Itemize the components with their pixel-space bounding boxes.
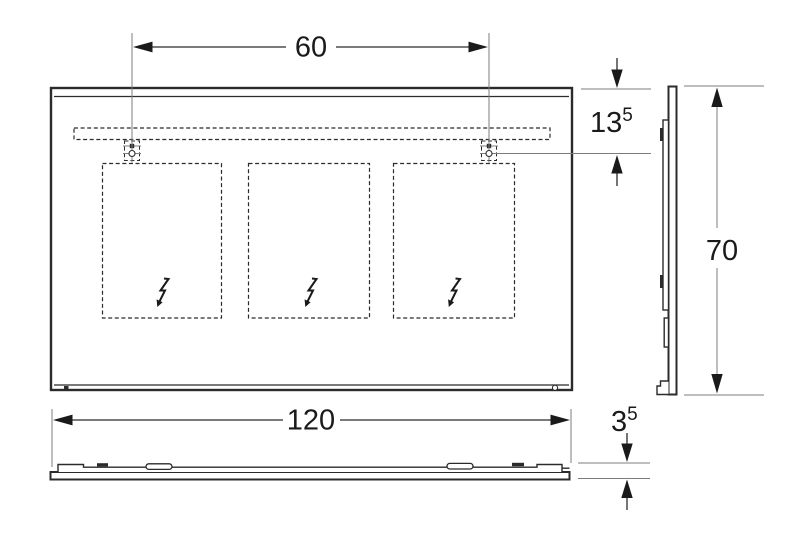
- plan-view: [49, 462, 571, 481]
- arrow-down-icon: [711, 374, 723, 394]
- dimension-mounting-width: 60: [131, 32, 490, 149]
- clip-detail-right: [512, 462, 524, 467]
- electrical-zone-3: [392, 162, 516, 319]
- bottom-right-screw-icon: [551, 384, 559, 391]
- mirror-glass-profile: [49, 471, 571, 481]
- dimension-label-total-width: 120: [287, 405, 335, 437]
- dimension-total-width: 120: [51, 405, 572, 467]
- dimension-label-mounting-width: 60: [295, 32, 327, 64]
- dimension-label-height: 70: [706, 235, 738, 267]
- mounting-clip-top: [660, 128, 664, 141]
- front-view: [49, 86, 574, 392]
- mirror-body: [49, 86, 574, 392]
- arrow-up-icon: [711, 87, 723, 107]
- arrow-right-icon: [550, 414, 570, 426]
- dimension-label-thickness: 35: [611, 404, 638, 438]
- mounting-clip-bottom: [660, 275, 664, 288]
- back-panel-profile: [662, 119, 670, 311]
- dimension-thickness: 35: [578, 404, 650, 510]
- arrow-down-icon: [611, 69, 623, 88]
- back-frame-profile: [57, 463, 563, 472]
- dimension-label-top-offset: 135: [590, 105, 633, 139]
- lower-bracket-profile: [663, 317, 670, 348]
- arrow-right-icon: [468, 41, 488, 53]
- arrow-left-icon: [53, 414, 73, 426]
- dimension-height: 70: [684, 85, 764, 396]
- clip-detail-left: [97, 463, 108, 467]
- electrical-zone-2: [247, 162, 371, 319]
- mirror-panel-profile: [667, 85, 678, 396]
- bottom-left-detail: [64, 386, 69, 391]
- bracket-slot-left: [145, 463, 173, 471]
- side-view: [656, 85, 678, 396]
- arrow-left-icon: [133, 41, 153, 53]
- arrow-up-icon: [611, 155, 623, 174]
- electrical-zone-1: [101, 162, 223, 319]
- arrow-down-icon: [621, 443, 633, 462]
- light-strip-outline: [73, 127, 551, 141]
- dimension-top-offset: 135: [496, 58, 651, 186]
- bottom-foot-profile: [656, 380, 669, 396]
- bracket-slot-right: [446, 462, 474, 470]
- arrow-up-icon: [621, 479, 633, 498]
